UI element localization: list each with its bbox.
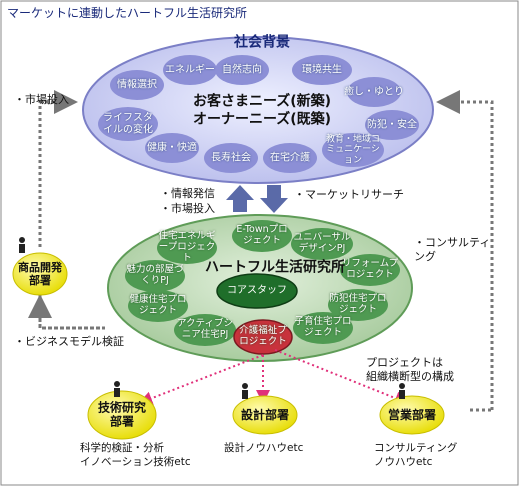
label-project-note-1: プロジェクトは	[366, 356, 443, 369]
pill-lifestyle	[98, 107, 158, 141]
institute-name: ハートフル生活研究所	[205, 259, 345, 276]
project-childcare: 子育住宅プロジェクト	[294, 316, 352, 338]
core-staff-ellipse	[216, 273, 298, 309]
pill-homecare	[263, 143, 317, 173]
link-welfare-tech	[138, 354, 264, 405]
factor-homecare: 在宅介護	[270, 152, 310, 164]
project-health: 健康住宅プロジェクト	[129, 294, 187, 316]
person-icon-design	[242, 383, 248, 399]
proj-crime	[328, 289, 388, 321]
proj-reform	[340, 254, 400, 286]
pill-info-choice	[110, 70, 164, 100]
core-staff-label: コアスタッフ	[227, 284, 287, 296]
pill-security	[365, 110, 419, 140]
proj-welfare	[233, 319, 293, 355]
customer-needs: お客さまニーズ(新築) オーナーニーズ(既築)	[193, 94, 331, 129]
dept-sales-ellipse	[379, 395, 445, 435]
pill-environment	[292, 55, 352, 85]
person-icon-sales	[399, 383, 405, 399]
arrow-down-block	[260, 185, 288, 213]
dept-design-label: 設計部署	[240, 407, 290, 422]
proj-universal	[291, 228, 353, 260]
link-welfare-sales	[274, 349, 409, 405]
loop-right	[436, 90, 494, 410]
pill-longevity	[204, 143, 258, 173]
person-icon-tech	[114, 381, 120, 397]
pill-healing	[347, 77, 401, 107]
project-crime: 防犯住宅プロジェクト	[329, 293, 387, 315]
label-market-input-top: ・市場投入	[14, 93, 69, 106]
proj-room	[125, 260, 185, 292]
pill-health	[145, 133, 199, 163]
pill-energy	[163, 55, 217, 85]
proj-senior	[174, 314, 236, 346]
label-market-research: ・マーケットリサーチ	[294, 188, 404, 201]
label-consulting: ・コンサルティング	[414, 236, 491, 263]
factor-info-choice: 情報選択	[117, 79, 157, 91]
factor-healing: 癒し・ゆとり	[344, 86, 404, 98]
project-senior: アクティブシニア住宅PJ	[177, 318, 233, 340]
needs-line-1: お客さまニーズ(新築)	[192, 93, 332, 110]
dept-sales-label: 営業部署	[387, 407, 437, 422]
proj-health	[128, 290, 188, 322]
tech-note-1: 科学的検証・分析	[80, 442, 164, 454]
project-reform: リフォームプロジェクト	[341, 258, 399, 280]
dept-product-label: 商品開発部署	[18, 260, 62, 287]
label-info-out: ・情報発信	[160, 187, 215, 200]
project-universal: ユニバーサルデザインPJ	[293, 232, 351, 254]
proj-energy	[157, 232, 217, 264]
factor-energy: エネルギー	[165, 64, 215, 76]
loop-left-bottom	[38, 295, 105, 330]
tech-note-2: イノベーション技術etc	[80, 456, 191, 468]
project-etown: E-Townプロジェクト	[236, 224, 288, 246]
project-welfare: 介護福祉プロジェクト	[239, 325, 287, 347]
sales-note-1: コンサルティング	[374, 442, 458, 454]
factor-education: 教育・地域コミュニケーション	[325, 134, 380, 166]
diagram-title: マーケットに連動したハートフル生活研究所	[7, 6, 248, 20]
factor-lifestyle: ライフスタイルの変化	[103, 112, 153, 136]
dept-product-ellipse	[12, 252, 68, 296]
label-market-input-mid: ・市場投入	[160, 202, 215, 215]
dept-design-ellipse	[232, 395, 298, 435]
arrow-up-block	[226, 185, 254, 212]
project-energy: 住宅エネルギープロジェクト	[158, 230, 216, 264]
loop-left-bottom-arrow	[28, 294, 105, 330]
factor-nature: 自然志向	[222, 64, 262, 76]
factor-security: 防犯・安全	[367, 119, 417, 131]
label-project-note-2: 組織横断型の構成	[366, 370, 454, 383]
factor-environment: 環境共生	[302, 64, 342, 76]
person-icon-product	[19, 237, 25, 253]
sales-note-2: ノウハウetc	[374, 456, 433, 468]
factor-longevity: 長寿社会	[211, 152, 251, 164]
needs-line-2: オーナーニーズ(既築)	[192, 111, 332, 127]
project-room: 魅力の部屋づくりPJ	[126, 264, 184, 286]
pill-nature	[215, 55, 269, 85]
label-business-model: ・ビジネスモデル検証	[14, 335, 124, 348]
loop-left-up	[38, 100, 72, 250]
dept-tech-ellipse	[87, 390, 157, 440]
society-heading: 社会背景	[234, 34, 290, 51]
factor-health: 健康・快適	[147, 142, 197, 154]
design-note: 設計ノウハウetc	[224, 442, 304, 454]
dept-tech-label: 技術研究部署	[97, 400, 146, 429]
pill-education	[322, 133, 384, 167]
proj-etown	[232, 220, 292, 252]
proj-childcare	[293, 312, 353, 344]
